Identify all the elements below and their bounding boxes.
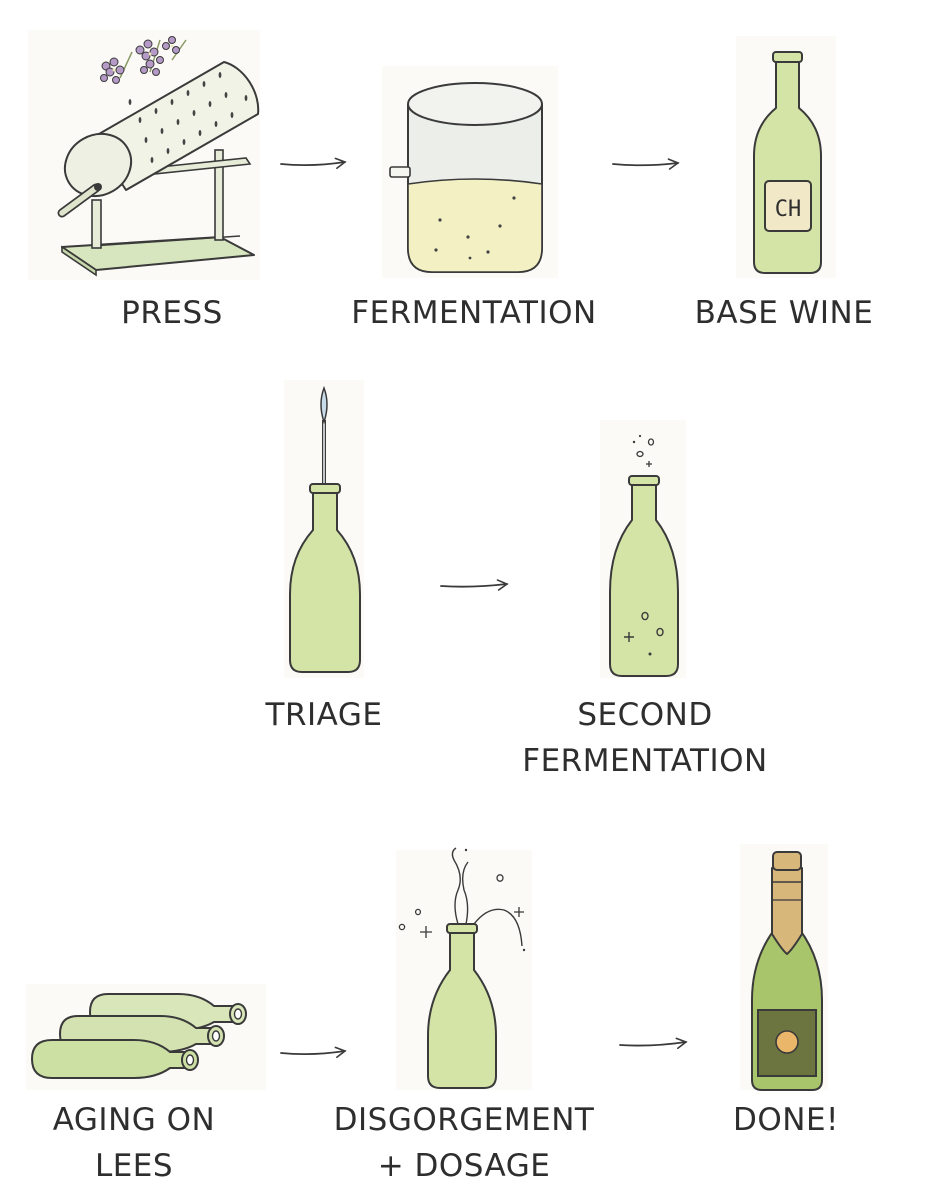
step-label-text: BASE WINE xyxy=(694,295,874,331)
arrow-disgorgement-to-done xyxy=(619,1037,688,1050)
bottle-label-text: CH xyxy=(775,197,802,222)
disgorgement-bottle-icon xyxy=(396,847,532,1090)
aging-bottles-icon xyxy=(26,984,266,1090)
second-fermentation-bottle-icon xyxy=(600,420,686,678)
step-label-line2: FERMENTATION xyxy=(522,743,768,779)
step-label-disgorgement: DISGORGEMENT + DOSAGE xyxy=(314,1097,614,1189)
step-label-line1: DISGORGEMENT xyxy=(333,1102,595,1138)
step-label-aging: AGING ON LEES xyxy=(34,1097,234,1189)
fermentation-vat-icon xyxy=(382,66,558,278)
step-label-text: TRIAGE xyxy=(265,697,383,733)
finished-champagne-bottle-icon xyxy=(740,844,828,1091)
step-label-second-fermentation: SECOND FERMENTATION xyxy=(505,692,785,784)
step-label-text: PRESS xyxy=(121,295,223,331)
arrow-triage-to-second-fermentation xyxy=(440,579,509,591)
step-label-triage: TRIAGE xyxy=(224,692,424,738)
step-label-fermentation: FERMENTATION xyxy=(334,290,614,336)
step-label-text: DONE! xyxy=(733,1102,839,1138)
step-label-line1: AGING ON xyxy=(52,1102,216,1138)
arrow-fermentation-to-base-wine xyxy=(612,158,680,170)
wine-press-icon xyxy=(28,30,260,280)
step-label-line1: SECOND xyxy=(577,697,713,733)
step-label-line2: LEES xyxy=(94,1148,174,1184)
step-label-press: PRESS xyxy=(72,290,272,336)
step-label-text: FERMENTATION xyxy=(351,295,597,331)
step-label-done: DONE! xyxy=(686,1097,886,1143)
flow-arrows xyxy=(280,157,688,1059)
step-label-line2: + DOSAGE xyxy=(377,1148,551,1184)
arrow-press-to-fermentation xyxy=(280,157,347,170)
arrow-aging-to-disgorgement xyxy=(280,1046,347,1059)
base-wine-bottle-icon: CH xyxy=(736,36,836,278)
step-label-base-wine: BASE WINE xyxy=(674,290,894,336)
flower-icon xyxy=(100,36,187,84)
triage-bottle-icon xyxy=(284,380,364,678)
